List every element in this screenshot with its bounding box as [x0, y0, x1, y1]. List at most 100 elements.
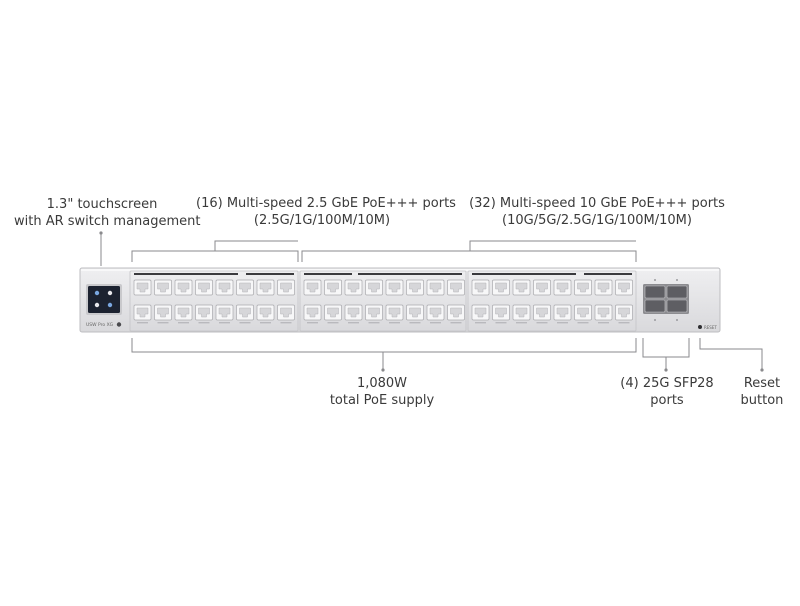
rj45-port[interactable]: [447, 304, 465, 321]
rj45-port[interactable]: [303, 279, 322, 296]
rj45-port[interactable]: [492, 279, 510, 296]
rj45-port[interactable]: [154, 304, 172, 321]
rj45-port[interactable]: [215, 279, 234, 296]
rj45-port[interactable]: [426, 279, 445, 296]
rj45-port[interactable]: [154, 279, 172, 296]
rj45-port-jack: [429, 282, 442, 293]
port-number-label: [327, 322, 339, 324]
rj45-port[interactable]: [215, 304, 234, 321]
port-number-label: [618, 322, 630, 324]
rj45-port[interactable]: [594, 304, 613, 321]
rj45-port[interactable]: [533, 304, 551, 321]
rj45-port[interactable]: [303, 304, 322, 321]
rj45-port-array: [133, 279, 633, 324]
rj45-port[interactable]: [574, 304, 592, 321]
port-number-label: [307, 322, 318, 324]
rj45-port[interactable]: [133, 304, 152, 321]
rj45-port-jack: [556, 307, 569, 318]
rj45-port[interactable]: [447, 279, 465, 296]
port-number-label: [495, 322, 507, 324]
rj45-port[interactable]: [365, 279, 383, 296]
sfp-leader-dot: [664, 368, 668, 372]
rj45-port-jack: [450, 307, 462, 318]
rj45-port[interactable]: [406, 304, 424, 321]
port-number-label: [260, 322, 271, 324]
rj45-port-jack: [495, 307, 507, 318]
rj45-port[interactable]: [615, 304, 633, 321]
rj45-port[interactable]: [385, 304, 404, 321]
rj45-port-jack: [474, 282, 487, 293]
rj45-port-jack: [198, 307, 210, 318]
block-strip-1: [134, 273, 238, 275]
touchscreen-module: USW Pro XG: [86, 284, 122, 328]
port-number-label: [198, 322, 210, 324]
ports-10g-bracket: [301, 250, 637, 262]
port-block-10g-b-frame: [467, 270, 637, 332]
rj45-port-jack: [536, 282, 548, 293]
rj45-port[interactable]: [256, 304, 275, 321]
rj45-port[interactable]: [277, 304, 295, 321]
sfp28-port-group: [643, 279, 689, 321]
rj45-port[interactable]: [426, 304, 445, 321]
rj45-port-jack: [136, 282, 149, 293]
rj45-port-jack: [327, 282, 339, 293]
rj45-port-jack: [239, 282, 251, 293]
chassis-top-highlight: [81, 269, 719, 271]
rj45-port[interactable]: [344, 304, 363, 321]
touchscreen-callout-line1: 1.3" touchscreen: [46, 197, 158, 212]
rj45-port[interactable]: [553, 279, 572, 296]
reset-button[interactable]: [698, 325, 702, 329]
rj45-port[interactable]: [385, 279, 404, 296]
port-number-label: [280, 322, 292, 324]
rj45-port-jack: [618, 282, 630, 293]
rj45-port-jack: [597, 282, 610, 293]
rj45-port-jack: [218, 307, 231, 318]
rj45-port-jack: [368, 282, 380, 293]
touchscreen-dot-3: [94, 302, 100, 308]
rj45-port[interactable]: [471, 279, 490, 296]
rj45-port[interactable]: [195, 304, 213, 321]
rj45-port[interactable]: [174, 279, 193, 296]
rj45-port[interactable]: [324, 304, 342, 321]
rj45-port[interactable]: [324, 279, 342, 296]
rj45-port[interactable]: [277, 279, 295, 296]
rj45-port[interactable]: [236, 304, 254, 321]
rj45-port[interactable]: [594, 279, 613, 296]
rj45-port[interactable]: [615, 279, 633, 296]
rj45-port[interactable]: [174, 304, 193, 321]
reset-button-label: RESET: [704, 325, 717, 330]
rj45-port[interactable]: [512, 304, 531, 321]
touchscreen-callout-line2: with AR switch management: [14, 214, 201, 229]
rj45-port[interactable]: [553, 304, 572, 321]
rj45-port[interactable]: [533, 279, 551, 296]
rj45-port[interactable]: [492, 304, 510, 321]
rj45-port[interactable]: [406, 279, 424, 296]
ports-2-5g-bracket: [131, 250, 299, 262]
port-number-label: [598, 322, 609, 324]
rj45-port[interactable]: [195, 279, 213, 296]
port-number-label: [157, 322, 169, 324]
port-number-label: [430, 322, 441, 324]
rj45-port-jack: [388, 307, 401, 318]
rj45-port[interactable]: [133, 279, 152, 296]
rj45-port-jack: [280, 307, 292, 318]
rj45-port-jack: [218, 282, 231, 293]
rj45-port[interactable]: [512, 279, 531, 296]
rj45-port-jack: [597, 307, 610, 318]
rj45-port-jack: [556, 282, 569, 293]
port-block-frames: [129, 270, 637, 332]
port-number-label: [536, 322, 548, 324]
poe-bracket: [131, 338, 637, 353]
rj45-port-jack: [259, 307, 272, 318]
rj45-port[interactable]: [574, 279, 592, 296]
ports-2-5g-leader: [214, 240, 298, 251]
rj45-port[interactable]: [471, 304, 490, 321]
port-number-label: [368, 322, 380, 324]
rj45-port-jack: [306, 307, 319, 318]
rj45-port[interactable]: [344, 279, 363, 296]
rj45-port[interactable]: [236, 279, 254, 296]
rj45-port[interactable]: [365, 304, 383, 321]
rj45-port[interactable]: [256, 279, 275, 296]
rj45-port-jack: [157, 307, 169, 318]
sfp28-led-3: [654, 319, 656, 321]
